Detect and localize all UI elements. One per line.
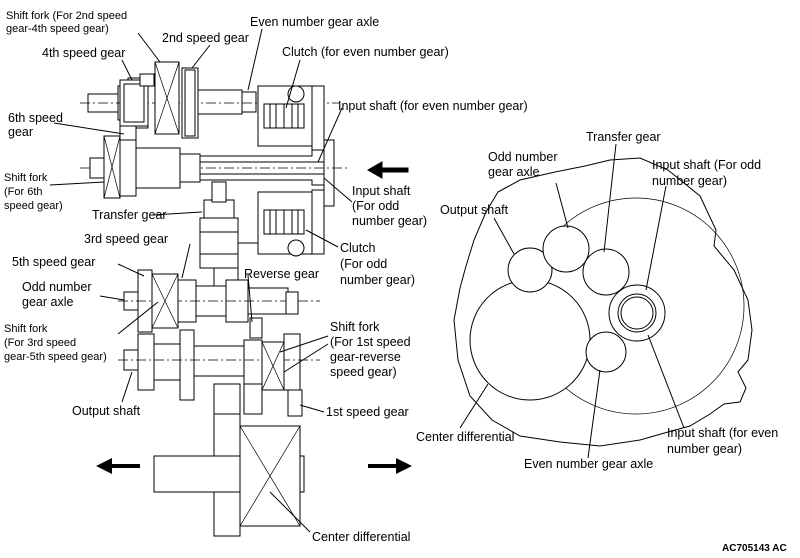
shift-fork-2-4 <box>139 61 180 135</box>
output-lower-gear <box>213 383 263 415</box>
shift-fork-6 <box>103 135 121 199</box>
shift-fork-3-5 <box>151 273 179 329</box>
fourth-gear <box>119 79 149 127</box>
label-center-diff: Center differential <box>312 530 410 544</box>
odd-axle-circle <box>542 225 590 273</box>
left-output-arrow <box>96 458 140 474</box>
label-reverse-gear: Reverse gear <box>244 267 319 281</box>
label-right-center-diff: Center differential <box>416 430 514 444</box>
right-leader-lines <box>459 143 685 459</box>
label-right-even-axle: Even number gear axle <box>524 457 653 471</box>
shift-fork-1-r <box>261 341 285 391</box>
label-right-output-shaft: Output shaft <box>440 203 509 217</box>
label-transfer-gear: Transfer gear <box>92 208 167 222</box>
figure-code: AC705143 AC <box>722 543 787 554</box>
label-output-shaft: Output shaft <box>72 404 141 418</box>
label-second-gear: 2nd speed gear <box>162 31 249 45</box>
case-outline <box>453 157 753 447</box>
gear-layout-end-view <box>453 157 753 447</box>
gear-train-links <box>213 268 239 286</box>
left-leader-lines <box>49 28 353 533</box>
label-fifth-gear: 5th speed gear <box>12 255 95 269</box>
clutch-even <box>257 85 325 151</box>
second-gear <box>181 67 199 139</box>
label-input-even: Input shaft (for even number gear) <box>338 99 528 113</box>
label-clutch-even: Clutch (for even number gear) <box>282 45 449 59</box>
first-gear <box>287 389 303 417</box>
gearbox-schematic <box>80 61 412 537</box>
right-output-arrow <box>368 458 412 474</box>
output-shaft <box>118 329 320 401</box>
input-direction-arrow <box>366 161 409 179</box>
even-axle-circle <box>585 331 627 373</box>
transfer-gear-circle <box>582 248 630 296</box>
label-first-gear: 1st speed gear <box>326 405 409 419</box>
label-fourth-gear: 4th speed gear <box>42 46 125 60</box>
center-diff-circle <box>469 279 591 401</box>
label-even-axle: Even number gear axle <box>250 15 379 29</box>
label-right-transfer-gear: Transfer gear <box>586 130 661 144</box>
input-odd-core-circle <box>620 296 654 330</box>
center-differential <box>153 413 305 537</box>
clutch-odd <box>238 189 325 257</box>
transfer-gear <box>199 181 239 269</box>
output-shaft-circle <box>507 247 553 293</box>
reverse-gear <box>249 291 299 339</box>
label-third-gear: 3rd speed gear <box>84 232 168 246</box>
